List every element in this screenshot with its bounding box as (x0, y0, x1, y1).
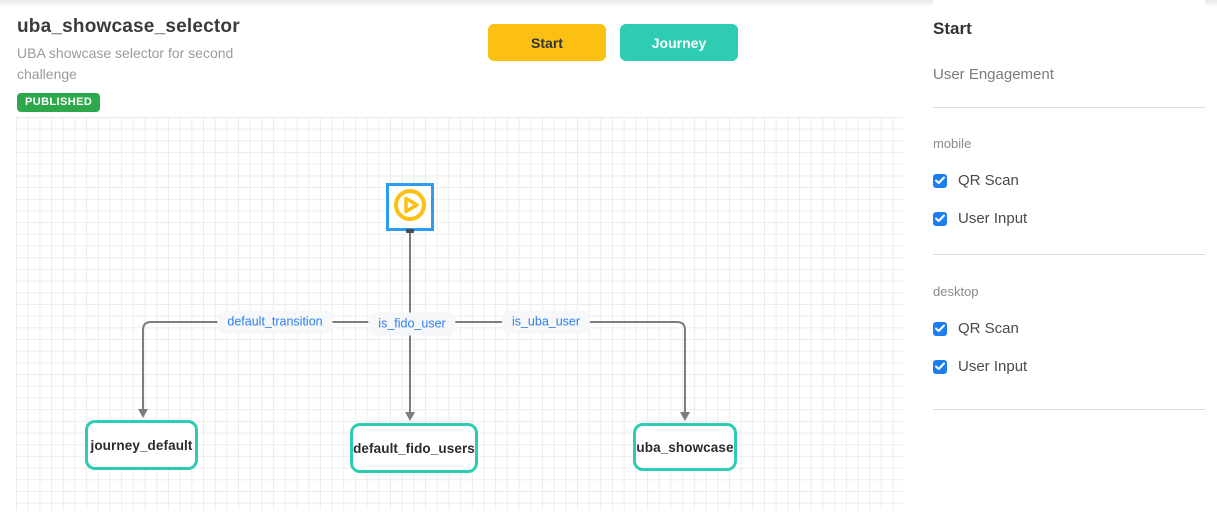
node-palette: Start Journey (488, 24, 738, 61)
properties-sidebar: Start User Engagement mobile QR Scan Use… (933, 0, 1205, 514)
section-label-mobile: mobile (933, 136, 972, 151)
checkbox-row-desktop-qr-scan[interactable]: QR Scan (933, 320, 1205, 337)
node-default-fido-users[interactable]: default_fido_users (350, 423, 478, 473)
edge-label-is-uba-user[interactable]: is_uba_user (501, 310, 591, 334)
check-icon (935, 324, 945, 333)
checkbox-label: User Input (958, 210, 1028, 227)
edge-label-default-transition[interactable]: default_transition (217, 310, 333, 334)
sidebar-subtitle: User Engagement (933, 66, 1054, 83)
flow-canvas[interactable]: default_transition is_fido_user is_uba_u… (16, 117, 903, 510)
edge-label-is-fido-user[interactable]: is_fido_user (368, 312, 456, 336)
check-icon (935, 362, 945, 371)
divider (933, 107, 1205, 108)
divider (933, 409, 1205, 410)
sidebar-title: Start (933, 19, 972, 38)
edge-lines (138, 233, 690, 421)
checkbox-checked[interactable] (933, 359, 947, 374)
page-subtitle: UBA showcase selector for second challen… (17, 45, 234, 82)
checkbox-checked[interactable] (933, 211, 947, 226)
check-icon (935, 214, 945, 223)
source-handle[interactable] (406, 229, 414, 233)
start-node[interactable] (386, 183, 434, 233)
checkbox-label: QR Scan (958, 172, 1019, 189)
section-label-desktop: desktop (933, 284, 979, 299)
checkbox-label: QR Scan (958, 320, 1019, 337)
top-shadow (0, 0, 1217, 7)
page-title: uba_showcase_selector (17, 16, 240, 37)
checkbox-row-desktop-user-input[interactable]: User Input (933, 358, 1205, 375)
checkbox-label: User Input (958, 358, 1028, 375)
divider (933, 254, 1205, 255)
status-badge: PUBLISHED (17, 93, 101, 112)
check-icon (935, 176, 945, 185)
checkbox-checked[interactable] (933, 321, 947, 336)
checkbox-row-mobile-user-input[interactable]: User Input (933, 210, 1205, 227)
checkbox-row-mobile-qr-scan[interactable]: QR Scan (933, 172, 1205, 189)
journey-node-button[interactable]: Journey (620, 24, 738, 61)
header: uba_showcase_selector UBA showcase selec… (17, 16, 267, 112)
play-icon (392, 187, 428, 228)
node-journey-default[interactable]: journey_default (85, 420, 198, 470)
node-uba-showcase[interactable]: uba_showcase (633, 423, 737, 471)
start-node-button[interactable]: Start (488, 24, 606, 61)
checkbox-checked[interactable] (933, 173, 947, 188)
